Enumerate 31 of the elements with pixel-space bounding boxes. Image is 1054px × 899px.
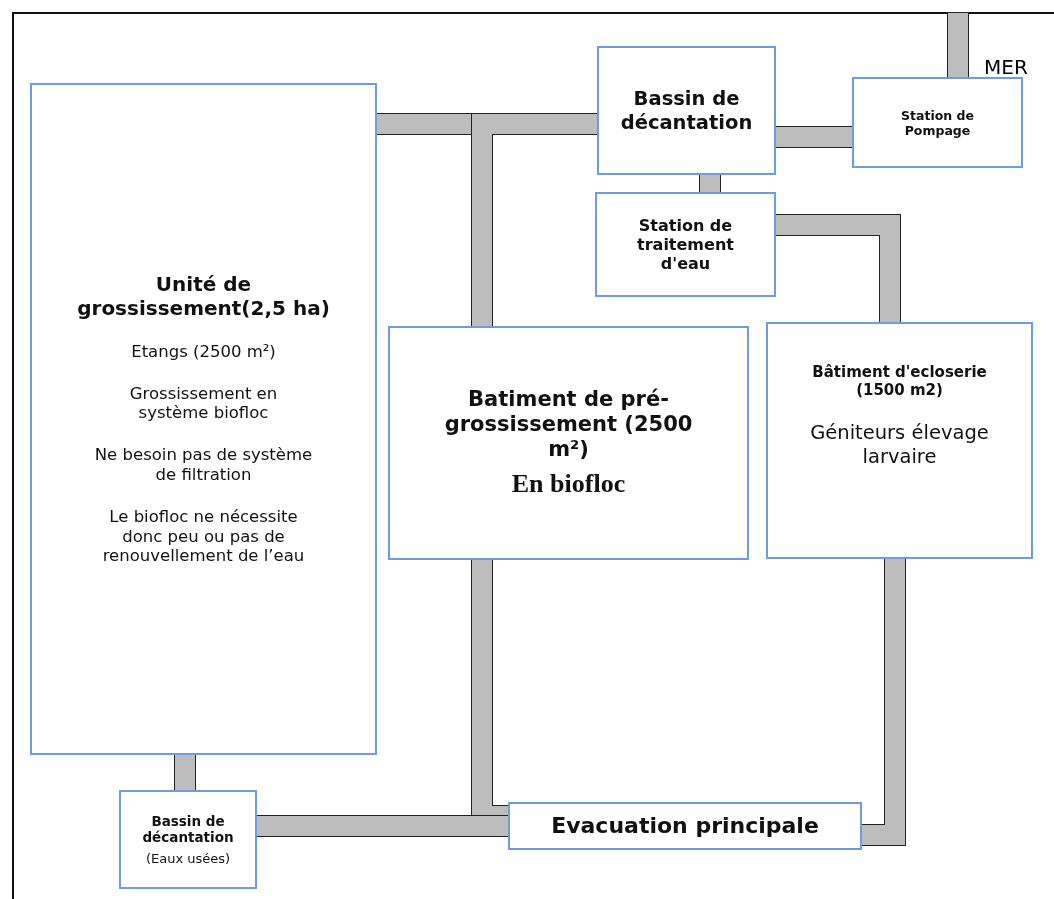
- box-title: Evacuation principale: [551, 812, 819, 840]
- pipe: [948, 13, 968, 77]
- box-title: Bâtiment d'ecloserie (1500 m2): [811, 363, 988, 400]
- settling-basin-box: [597, 46, 776, 175]
- box-text: Le biofloc ne nécessite donc peu ou pas de renouvellement de l’eau: [101, 506, 306, 567]
- box-text: Etangs (2500 m²): [131, 341, 276, 362]
- pumping-station-box: [852, 77, 1023, 168]
- box-text: Géniteurs élevage larvaire: [809, 421, 990, 468]
- wastewater-basin-box: [119, 790, 257, 889]
- box-title: Unité de grossissement(2,5 ha): [76, 271, 331, 320]
- treatment-station-box: [595, 192, 776, 297]
- pipe: [700, 175, 720, 192]
- sea-label: MER: [984, 55, 1028, 79]
- box-title: Station de traitement d'eau: [636, 215, 735, 274]
- pipe: [257, 816, 508, 836]
- hatchery-building-box: [766, 322, 1033, 559]
- pipe: [175, 755, 195, 790]
- pipe: [862, 559, 905, 845]
- box-title: Batiment de pré-grossissement (2500 m²): [443, 386, 694, 463]
- pipe: [776, 127, 852, 147]
- box-text: (Eaux usées): [145, 850, 231, 867]
- main-outlet-box: [508, 802, 862, 850]
- pond-unit-box: [30, 83, 377, 755]
- box-title: Bassin de décantation: [141, 812, 235, 845]
- box-text: Ne besoin pas de système de filtration: [93, 445, 314, 485]
- box-text: Grossissement en système biofloc: [128, 383, 279, 424]
- box-text: En biofloc: [511, 468, 626, 500]
- pipe: [776, 215, 900, 322]
- box-title: Station de Pompage: [900, 107, 975, 138]
- nursery-building-box: [388, 326, 749, 560]
- box-title: Bassin de décantation: [619, 87, 754, 134]
